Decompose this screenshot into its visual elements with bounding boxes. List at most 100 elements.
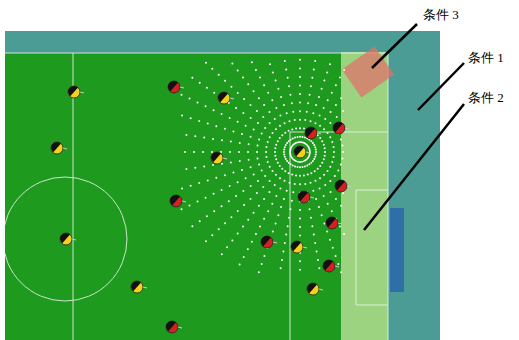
dot xyxy=(335,255,337,257)
dot xyxy=(207,123,209,125)
dot xyxy=(304,165,306,167)
player-body xyxy=(291,241,303,253)
dot xyxy=(303,128,305,130)
player-body xyxy=(168,81,180,93)
dot xyxy=(250,136,252,138)
player-mark xyxy=(291,241,301,252)
player-mark xyxy=(166,321,176,332)
dot xyxy=(311,225,313,227)
dot xyxy=(333,156,335,158)
dot xyxy=(202,151,204,153)
dot xyxy=(194,135,196,137)
player-body xyxy=(323,260,335,272)
dot xyxy=(190,185,192,187)
dot xyxy=(207,179,209,181)
dot xyxy=(337,170,339,172)
dot xyxy=(255,233,257,235)
dot xyxy=(309,94,311,96)
dot xyxy=(327,203,329,205)
player-mark xyxy=(131,281,141,292)
dot xyxy=(299,93,301,95)
player-mark xyxy=(60,233,70,244)
player-body xyxy=(261,236,273,248)
dot xyxy=(245,125,247,127)
dot xyxy=(250,104,252,106)
dot xyxy=(329,136,331,138)
dot xyxy=(226,246,228,248)
dot xyxy=(329,180,331,182)
dot xyxy=(327,99,329,101)
dot xyxy=(189,204,191,206)
dot xyxy=(312,190,314,192)
dot xyxy=(265,146,267,148)
dot xyxy=(269,63,271,65)
player xyxy=(170,195,186,207)
dot xyxy=(284,242,286,244)
dot xyxy=(291,174,293,176)
player-direction xyxy=(180,87,184,88)
player xyxy=(218,92,234,104)
dot xyxy=(263,218,265,220)
dot xyxy=(317,168,319,170)
dot xyxy=(299,235,301,237)
dot xyxy=(339,77,341,79)
dot xyxy=(327,170,329,172)
dot xyxy=(291,200,293,202)
player xyxy=(307,283,323,295)
dot xyxy=(284,156,286,158)
player-direction xyxy=(345,128,349,129)
dot xyxy=(319,177,321,179)
dot xyxy=(308,163,310,165)
dot xyxy=(224,80,226,82)
player-mark xyxy=(326,217,336,228)
player-mark xyxy=(307,283,317,294)
dot xyxy=(286,142,288,144)
dot xyxy=(261,263,263,265)
dot xyxy=(343,69,345,71)
player-direction xyxy=(230,98,234,99)
dot xyxy=(319,125,321,127)
dot xyxy=(253,212,255,214)
dot xyxy=(323,195,325,197)
dot xyxy=(299,260,301,262)
dot xyxy=(312,160,314,162)
dot xyxy=(274,184,276,186)
dot xyxy=(318,206,320,208)
dot xyxy=(285,144,287,146)
dot xyxy=(264,175,266,177)
dot xyxy=(302,166,304,168)
dot xyxy=(299,67,301,69)
player-body xyxy=(51,142,63,154)
player-body xyxy=(166,321,178,333)
dot xyxy=(231,63,233,65)
player xyxy=(261,236,277,248)
dot xyxy=(329,239,331,241)
player-body xyxy=(60,233,72,245)
dot xyxy=(314,242,316,244)
dot xyxy=(271,132,273,134)
dot xyxy=(213,193,215,195)
dot xyxy=(288,140,290,142)
dot xyxy=(229,117,231,119)
player-body xyxy=(294,146,306,158)
dot xyxy=(304,137,306,139)
dot xyxy=(284,122,286,124)
field-ground xyxy=(5,31,440,340)
player-body xyxy=(298,191,310,203)
callout-label: 条件 3 xyxy=(422,8,460,21)
dot xyxy=(335,104,337,106)
dot xyxy=(235,195,237,197)
dot xyxy=(199,220,201,222)
dot xyxy=(281,259,283,261)
dot xyxy=(287,77,289,79)
dot xyxy=(299,59,301,61)
dot xyxy=(253,90,255,92)
dot xyxy=(268,191,270,193)
dot xyxy=(274,151,276,153)
dot xyxy=(263,84,265,86)
player xyxy=(298,191,314,203)
dot xyxy=(228,200,230,202)
dot xyxy=(290,139,292,141)
dot xyxy=(275,80,277,82)
dot xyxy=(269,180,271,182)
